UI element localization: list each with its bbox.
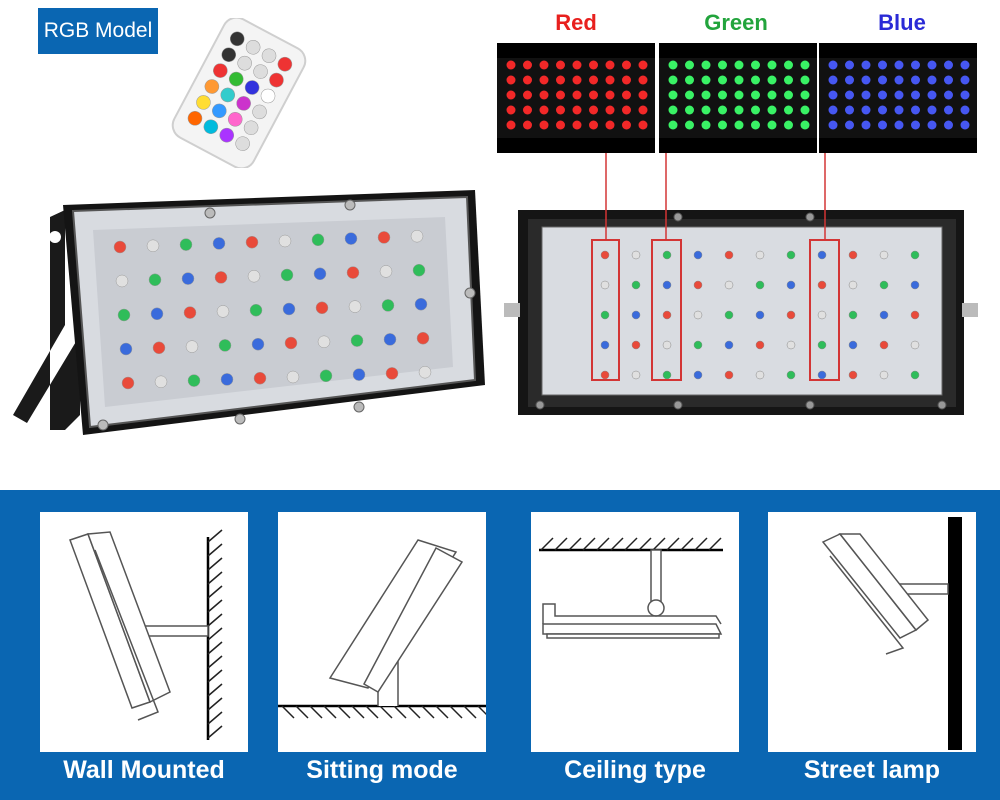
floodlight-front bbox=[504, 210, 978, 415]
remote-control-icon bbox=[171, 18, 307, 168]
green-led-panel bbox=[659, 43, 817, 153]
wall-mounted-caption: Wall Mounted bbox=[63, 756, 225, 784]
ceiling-type-diagram bbox=[531, 512, 739, 752]
sitting-mode-caption: Sitting mode bbox=[306, 756, 458, 784]
product-showcase: RGB Model Red Green Blue bbox=[13, 8, 978, 435]
blue-label: Blue bbox=[878, 10, 926, 35]
ceiling-type-caption: Ceiling type bbox=[564, 756, 706, 784]
mounting-modes-band: Wall Mounted Sitting mode Ceiling type S… bbox=[0, 490, 1000, 800]
floodlight-angled bbox=[13, 190, 485, 435]
red-led-panel bbox=[497, 43, 655, 153]
sitting-mode-diagram bbox=[278, 512, 491, 752]
green-label: Green bbox=[704, 10, 768, 35]
red-label: Red bbox=[555, 10, 597, 35]
connector-lines bbox=[605, 153, 826, 240]
blue-led-panel bbox=[819, 43, 977, 153]
street-lamp-caption: Street lamp bbox=[803, 756, 941, 784]
rgb-model-badge: RGB Model bbox=[38, 8, 158, 54]
wall-mounted-diagram bbox=[40, 512, 248, 752]
street-lamp-diagram bbox=[768, 512, 976, 752]
